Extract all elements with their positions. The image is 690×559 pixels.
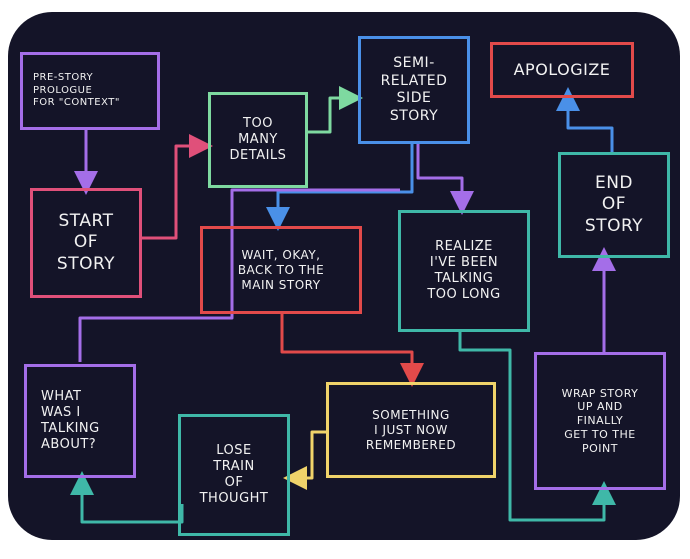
box-pre-story: PRE-STORY PROLOGUE FOR "CONTEXT": [20, 52, 160, 130]
wire-realize-to-wrap: [458, 330, 616, 522]
box-end-of-story: END OF STORY: [558, 152, 670, 258]
wire-lose-to-what: [70, 471, 184, 524]
wire-what-to-wait: [78, 188, 400, 362]
box-lose-train-of-thought: LOSE TRAIN OF THOUGHT: [178, 414, 290, 536]
box-wrap-story-up: WRAP STORY UP AND FINALLY GET TO THE POI…: [534, 352, 666, 490]
box-wait-okay: WAIT, OKAY, BACK TO THE MAIN STORY: [200, 226, 362, 314]
wire-something-to-lose: [283, 430, 328, 490]
wire-toomany-to-semi: [308, 86, 363, 134]
box-apologize: APOLOGIZE: [490, 42, 634, 98]
box-semi-related-side-story: SEMI- RELATED SIDE STORY: [358, 36, 470, 144]
box-what-was-i-talking-about: WHAT WAS I TALKING ABOUT?: [24, 364, 136, 478]
wire-end-to-apologize: [556, 87, 614, 152]
box-something-remembered: SOMETHING I JUST NOW REMEMBERED: [326, 382, 496, 478]
wire-start-to-toomany: [140, 134, 213, 240]
box-realize-talking-too-long: REALIZE I'VE BEEN TALKING TOO LONG: [398, 210, 530, 332]
wire-semi-to-wait: [266, 142, 414, 231]
box-start-of-story: START OF STORY: [30, 188, 142, 298]
box-too-many-details: TOO MANY DETAILS: [208, 92, 308, 188]
wire-wait-to-something: [280, 312, 424, 387]
wire-semi-to-realize: [416, 142, 474, 215]
